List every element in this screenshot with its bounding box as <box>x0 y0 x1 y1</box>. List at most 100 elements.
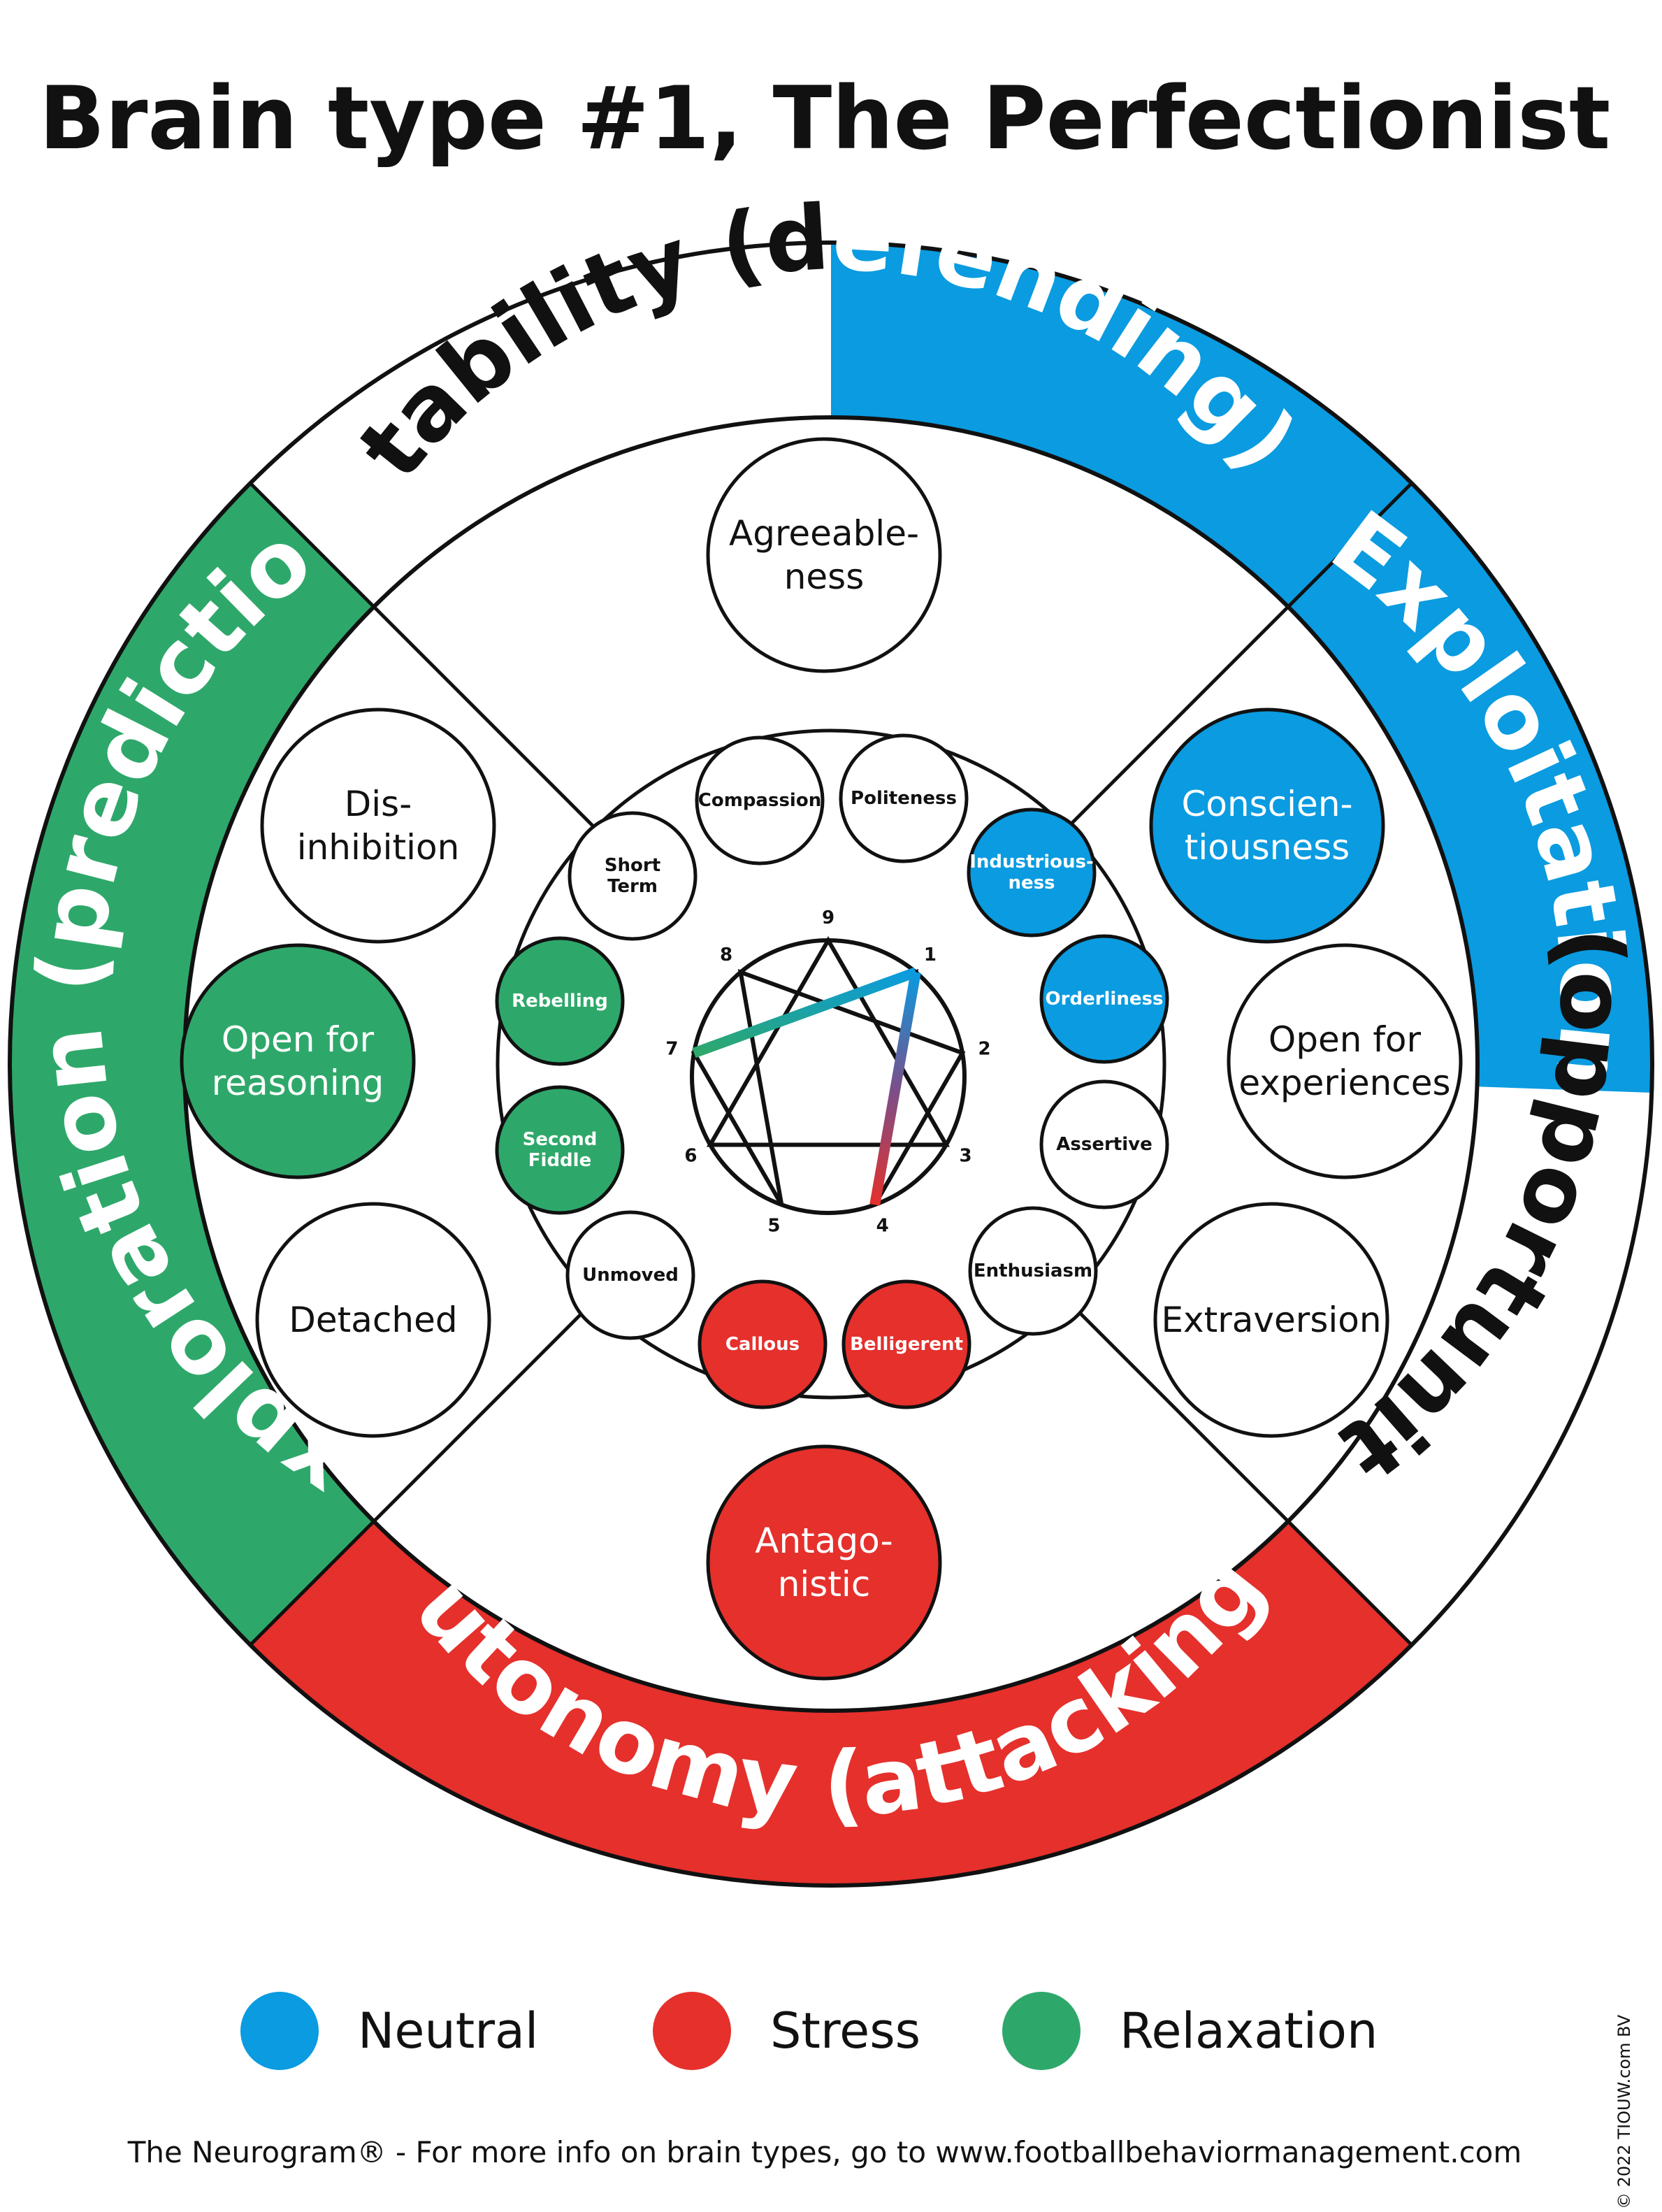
facet-unmoved-circle <box>565 1210 695 1340</box>
legend-dot-neutral <box>240 1992 319 2070</box>
divider-line <box>249 482 597 830</box>
legend-dot-relaxation <box>1002 1992 1081 2070</box>
enneagram-number: 8 <box>720 945 732 965</box>
trait-open-reasoning-label: Open for <box>222 1019 375 1060</box>
enneagram-line-1-4-stress <box>869 971 921 1206</box>
facet-industriousness-label: ness <box>1008 872 1055 893</box>
facet-orderliness: Orderliness <box>1039 934 1169 1064</box>
enneagram-number: 3 <box>960 1146 972 1167</box>
facet-short-term-circle <box>568 811 698 941</box>
trait-agreeableness-circle <box>706 437 942 673</box>
facet-short-term-label: Short <box>605 855 660 876</box>
trait-antagonistic: Antago-nistic <box>706 1444 942 1681</box>
footer-text: The Neurogram® - For more info on brain … <box>127 2135 1522 2169</box>
enneagram-number: 2 <box>978 1039 991 1060</box>
enneagram-number: 7 <box>665 1039 678 1060</box>
facet-assertive-circle <box>1039 1079 1169 1209</box>
facet-industriousness: Industrious-ness <box>967 807 1097 938</box>
trait-disinhibition-label: inhibition <box>297 827 460 868</box>
divider-line <box>1065 482 1413 830</box>
facet-compassion-label: Compassion <box>698 790 821 811</box>
ring-band-opportunity-white <box>1288 1064 1652 1645</box>
trait-open-experiences-label: Open for <box>1269 1019 1422 1060</box>
enneagram-hexad <box>691 969 966 1206</box>
trait-disinhibition-circle <box>260 708 496 944</box>
facet-enthusiasm: Enthusiasm <box>968 1206 1098 1336</box>
copyright-text: © 2022 TIOUW.com BV <box>1614 2014 1634 2209</box>
enneagram-circle <box>690 938 967 1215</box>
ring-band-exploration-green <box>9 483 374 1645</box>
legend-label-neutral: Neutral <box>358 2002 538 2060</box>
trait-antagonistic-circle <box>706 1444 942 1681</box>
facet-rebelling: Rebelling <box>495 936 625 1066</box>
facet-unmoved-label: Unmoved <box>582 1265 679 1286</box>
legend-dot-stress <box>653 1992 731 2070</box>
trait-agreeableness-label: ness <box>784 556 865 597</box>
ring-band-autonomy-red <box>250 1521 1412 1886</box>
facet-rebelling-label: Rebelling <box>512 991 608 1012</box>
facet-industriousness-label: Industrious- <box>969 852 1094 872</box>
trait-disinhibition: Dis-inhibition <box>260 708 496 944</box>
facet-belligerent-circle <box>841 1279 971 1409</box>
trait-detached: Detached <box>255 1202 491 1438</box>
enneagram-number: 4 <box>876 1215 889 1236</box>
enneagram-number: 9 <box>822 907 834 928</box>
ring-outer-border <box>8 240 1654 1888</box>
enneagram-triangle <box>706 936 951 1147</box>
facet-compassion: Compassion <box>695 735 825 866</box>
divider-line <box>1065 1298 1413 1646</box>
trait-antagonistic-label: Antago- <box>755 1521 893 1561</box>
facet-callous-circle <box>698 1279 828 1409</box>
facet-politeness-label: Politeness <box>851 788 957 809</box>
trait-detached-label: Detached <box>289 1300 457 1340</box>
facet-enthusiasm-circle <box>968 1206 1098 1336</box>
facet-belligerent-label: Belligerent <box>850 1334 963 1355</box>
enneagram-number: 5 <box>767 1215 780 1236</box>
trait-open-experiences-label: experiences <box>1238 1063 1450 1103</box>
enneagram-line-1-7-relaxation <box>692 967 918 1058</box>
quadrant-dividers <box>249 482 1413 1646</box>
facet-unmoved: Unmoved <box>565 1210 695 1340</box>
facet-assertive: Assertive <box>1039 1079 1169 1209</box>
trait-conscientiousness-circle <box>1149 708 1385 944</box>
trait-extraversion: Extraversion <box>1153 1202 1389 1438</box>
facet-assertive-label: Assertive <box>1056 1134 1152 1155</box>
ring-band-exploitation-blue <box>1288 483 1652 1064</box>
trait-extraversion-label: Extraversion <box>1161 1300 1381 1340</box>
trait-detached-circle <box>255 1202 491 1438</box>
legend: Neutral Stress Relaxation <box>240 1992 1378 2070</box>
facet-callous-label: Callous <box>725 1334 800 1355</box>
facet-circles: Compassion PolitenessIndustrious-nessOrde… <box>495 733 1169 1409</box>
enneagram-number: 6 <box>684 1146 697 1167</box>
facet-compassion-circle <box>695 735 825 866</box>
facet-callous: Callous <box>698 1279 828 1409</box>
facet-short-term-label: Term <box>607 876 658 897</box>
trait-open-reasoning-label: reasoning <box>212 1063 384 1103</box>
trait-conscientiousness: Conscien-tiousness <box>1149 708 1385 944</box>
facet-politeness: Politeness <box>839 733 969 863</box>
facet-orderliness-label: Orderliness <box>1046 989 1164 1010</box>
outer-ring <box>8 240 1654 1888</box>
page-title: Brain type #1, The Perfectionist <box>39 69 1611 169</box>
ring-band-exploitation-edge <box>1477 1049 1652 1093</box>
facet-belligerent: Belligerent <box>841 1279 971 1409</box>
trait-agreeableness: Agreeable-ness <box>706 437 942 673</box>
trait-conscientiousness-label: Conscien- <box>1181 784 1352 824</box>
facet-second-fiddle-label: Fiddle <box>528 1150 591 1171</box>
facet-politeness-circle <box>839 733 969 863</box>
trait-open-experiences-circle <box>1227 943 1463 1179</box>
trait-disinhibition-label: Dis- <box>345 784 412 824</box>
facet-industriousness-circle <box>967 807 1097 938</box>
facet-second-fiddle-circle <box>495 1085 625 1215</box>
legend-label-relaxation: Relaxation <box>1120 2002 1378 2060</box>
enneagram-number: 1 <box>924 945 937 965</box>
enneagram: 9 1 2 3 4 5 6 7 8 <box>665 907 990 1236</box>
facet-rebelling-circle <box>495 936 625 1066</box>
legend-label-stress: Stress <box>770 2002 920 2060</box>
